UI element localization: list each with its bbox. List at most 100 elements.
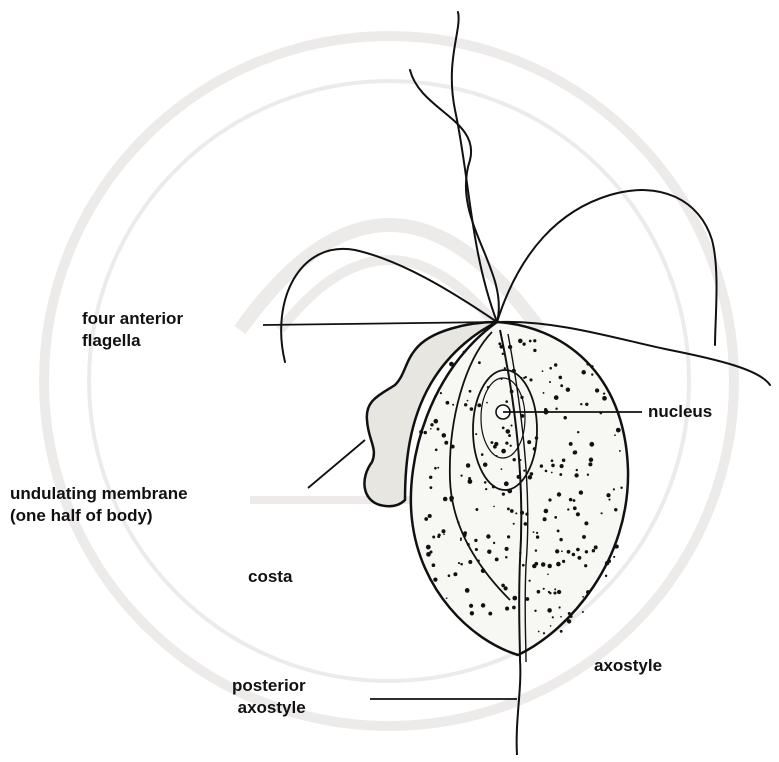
- stipple-dot: [507, 535, 510, 538]
- stipple-dot: [505, 441, 508, 444]
- stipple-dot: [589, 442, 594, 447]
- stipple-dot: [542, 370, 544, 372]
- stipple-dot: [446, 401, 450, 405]
- stipple-dot: [557, 529, 560, 532]
- university-watermark: [44, 36, 734, 726]
- stipple-dot: [504, 367, 506, 369]
- stipple-dot: [552, 616, 554, 618]
- stipple-dot: [469, 390, 472, 393]
- stipple-dot: [613, 556, 615, 558]
- stipple-dot: [501, 468, 503, 470]
- stipple-dot: [506, 429, 511, 434]
- stipple-dot: [520, 396, 523, 399]
- stipple-dot: [605, 575, 607, 577]
- stipple-dot: [502, 493, 505, 496]
- stipple-dot: [533, 339, 536, 342]
- flagellum-4: [281, 249, 497, 362]
- stipple-dot: [432, 536, 435, 539]
- stipple-dot: [613, 488, 615, 490]
- stipple-dot: [586, 590, 590, 594]
- stipple-dot: [435, 448, 438, 451]
- stipple-dot: [547, 564, 551, 568]
- stipple-dot: [477, 559, 480, 562]
- stipple-dot: [537, 590, 541, 594]
- label-flagella-line2: flagella: [82, 330, 183, 352]
- stipple-dot: [508, 345, 512, 349]
- stipple-dot: [481, 568, 486, 573]
- stipple-dot: [551, 464, 555, 468]
- stipple-dot: [475, 548, 478, 551]
- stipple-dot: [513, 523, 515, 525]
- stipple-dot: [563, 416, 566, 419]
- stipple-dot: [502, 427, 505, 430]
- stipple-dot: [510, 390, 514, 394]
- stipple-dot: [592, 549, 595, 552]
- stipple-dot: [510, 509, 514, 513]
- stipple-dot: [569, 442, 573, 446]
- stipple-dot: [591, 373, 593, 375]
- stipple-dot: [588, 462, 592, 466]
- label-posterior-line2: axostyle: [232, 697, 306, 719]
- label-undulating-membrane: undulating membrane (one half of body): [10, 483, 188, 527]
- stipple-dot: [512, 369, 516, 373]
- stipple-dot: [513, 458, 516, 461]
- stipple-dot: [484, 481, 487, 484]
- stipple-dot: [463, 531, 467, 535]
- stipple-dot: [551, 472, 553, 474]
- stipple-dot: [545, 470, 548, 473]
- stipple-dot: [584, 521, 588, 525]
- stipple-dot: [535, 436, 539, 440]
- stipple-dot: [615, 545, 619, 549]
- stipple-dot: [528, 475, 532, 479]
- stipple-dot: [577, 556, 581, 560]
- stipple-dot: [595, 388, 599, 392]
- stipple-dot: [547, 573, 549, 575]
- stipple-dot: [591, 365, 594, 368]
- stipple-dot: [458, 562, 460, 564]
- stipple-dot: [543, 588, 545, 590]
- stipple-dot: [577, 431, 579, 433]
- stipple-dot: [536, 535, 539, 538]
- stipple-dot: [520, 414, 524, 418]
- stipple-dot: [601, 512, 603, 514]
- stipple-dot: [437, 428, 440, 431]
- label-axostyle: axostyle: [594, 655, 662, 677]
- stipple-dot: [543, 392, 545, 394]
- stipple-dot: [464, 403, 467, 406]
- stipple-dot: [485, 488, 487, 490]
- stipple-dot: [424, 517, 428, 521]
- stipple-dot: [543, 632, 545, 634]
- stipple-dot: [437, 535, 440, 538]
- stipple-dot: [433, 419, 438, 424]
- stipple-dot: [573, 506, 577, 510]
- stipple-dot: [468, 560, 472, 564]
- stipple-dot: [562, 459, 566, 463]
- stipple-dot: [478, 361, 481, 364]
- stipple-dot: [487, 386, 490, 389]
- stipple-dot: [490, 441, 493, 444]
- stipple-dot: [581, 370, 586, 375]
- stipple-dot: [475, 508, 478, 511]
- stipple-dot: [544, 408, 547, 411]
- stipple-dot: [540, 464, 543, 467]
- stipple-dot: [557, 590, 561, 594]
- stipple-dot: [501, 378, 503, 380]
- stipple-dot: [424, 431, 427, 434]
- stipple-dot: [470, 611, 474, 615]
- stipple-dot: [476, 401, 478, 403]
- stipple-dot: [535, 549, 537, 551]
- stipple-dot: [474, 539, 477, 542]
- stipple-dot: [594, 545, 598, 549]
- stipple-dot: [463, 351, 466, 354]
- stipple-dot: [449, 362, 454, 367]
- stipple-dot: [493, 445, 497, 449]
- stipple-dot: [614, 508, 617, 511]
- stipple-dot: [559, 606, 561, 608]
- stipple-dot: [457, 521, 459, 523]
- stipple-dot: [520, 377, 522, 379]
- stipple-dot: [554, 588, 556, 590]
- stipple-dot: [530, 472, 534, 476]
- stipple-dot: [555, 549, 559, 553]
